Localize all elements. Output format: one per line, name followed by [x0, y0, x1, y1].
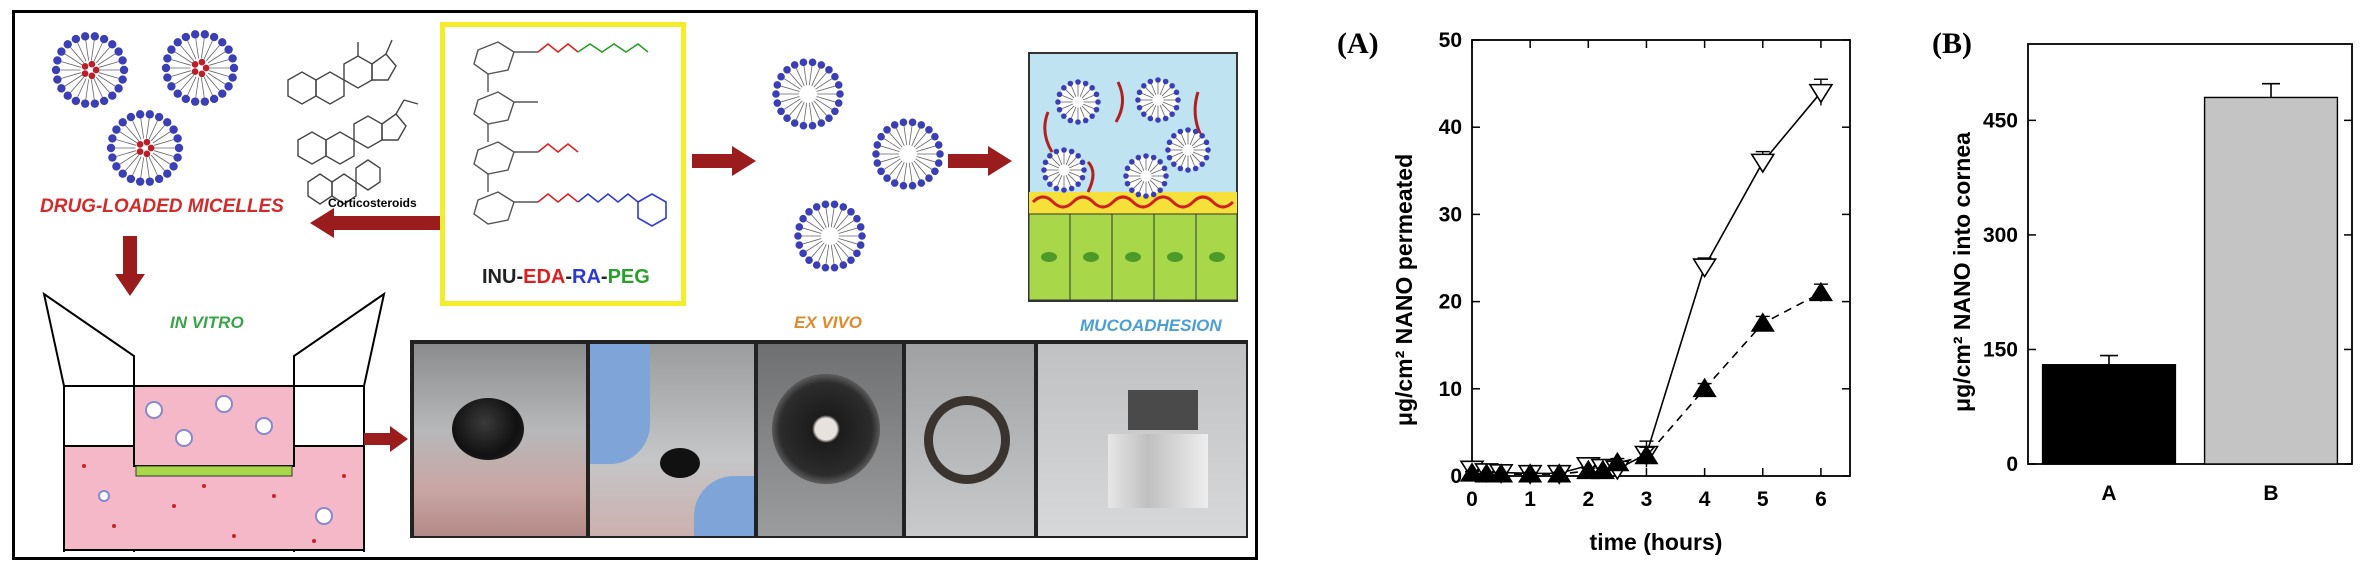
y-tick-label: 50 [1439, 29, 1462, 52]
polymer-inu: INU- [482, 266, 524, 288]
y-tick-label: 0 [1450, 465, 1462, 488]
drug-loaded-micelles-label: DRUG-LOADED MICELLES [40, 196, 284, 217]
y-tick-label: 10 [1439, 378, 1462, 401]
drug-loaded-micelles-group [51, 30, 239, 186]
polymer-name-label: INU-EDA-RA-PEG [482, 266, 650, 289]
micelle-icon [794, 200, 866, 272]
franz-cell-icon [42, 291, 386, 552]
y-tick-label: 300 [1983, 224, 2018, 247]
x-tick-label: 5 [1757, 488, 1769, 511]
bar-B [2203, 96, 2339, 465]
x-tick-label: 4 [1699, 488, 1711, 511]
polymer-dash: - [565, 266, 573, 288]
y-tick-label: 30 [1439, 203, 1462, 226]
ex-vivo-label: EX VIVO [794, 313, 863, 332]
chart-a-panel-label: (A) [1337, 27, 1379, 60]
chart-a-permeation: μg/cm² NANO permeated time (hours) 0 1 2 3 4… [1391, 29, 1851, 555]
mucosa-icon [1028, 52, 1238, 302]
chart-b-panel-label: (B) [1932, 27, 1972, 60]
cornea-ring-shape [772, 374, 880, 484]
glove-shape [590, 344, 650, 464]
polymer-peg: PEG [607, 266, 650, 288]
eyeball-shape [452, 398, 524, 460]
x-tick-label: 2 [1582, 488, 1594, 511]
arrow-left-icon [310, 208, 440, 238]
filled-triangle-point [1576, 459, 1601, 480]
chart-a-y-axis-label: μg/cm² NANO permeated [1391, 154, 1417, 426]
y-tick-label: 40 [1439, 116, 1462, 139]
diffusion-apparatus-photo [1036, 342, 1248, 538]
filled-triangle-point [1518, 463, 1543, 483]
micelle-icon [161, 30, 239, 106]
micelle-icon [1055, 79, 1101, 125]
filled-triangle-point [1750, 312, 1775, 332]
open-triangle-point [1808, 83, 1834, 104]
micelle-icon [872, 118, 944, 190]
corticosteroids-label: Corticosteroids [328, 196, 417, 210]
filled-triangle-point [1474, 463, 1499, 483]
open-triangle-point [1692, 258, 1718, 279]
open-triangle-point [1750, 153, 1776, 174]
filled-triangle-point [1605, 451, 1630, 472]
x-tick-label: A [2101, 482, 2116, 505]
filled-triangle-point [1547, 463, 1572, 483]
y-tick-label: 450 [1983, 109, 2018, 132]
glove-shape [694, 476, 754, 536]
arrow-right-icon [692, 146, 756, 176]
y-tick-label: 150 [1983, 338, 2018, 361]
scheme-frame [12, 10, 1258, 560]
ring-shape [924, 396, 1010, 484]
x-tick-label: 3 [1641, 488, 1653, 511]
polymer-ra: RA [572, 266, 601, 288]
in-vitro-label: IN VITRO [170, 313, 244, 332]
eye-dissection-photo [588, 342, 756, 538]
series-open-triangle-line [1471, 91, 1822, 475]
eye-on-tissue-photo [412, 342, 588, 538]
series-filled-triangle-line [1471, 292, 1822, 476]
x-tick-label: 6 [1815, 488, 1827, 511]
cornea-mounted-photo [756, 342, 904, 538]
chart-b-y-axis-label: μg/cm² NANO into cornea [1949, 132, 1975, 412]
x-tick-label: 0 [1466, 488, 1478, 511]
arrow-right-icon [948, 146, 1012, 176]
x-tick-label: B [2263, 482, 2278, 505]
x-tick-label: 1 [1524, 488, 1536, 511]
apparatus-top [1128, 390, 1198, 430]
arrow-right-icon [364, 426, 408, 452]
bar-A [2041, 364, 2177, 465]
micelle-icon [1041, 147, 1087, 193]
filled-triangle-point [1488, 463, 1514, 483]
micelle-icon [1135, 77, 1181, 123]
mucoadhesion-label: MUCOADHESION [1080, 316, 1222, 335]
polymer-dash: - [600, 266, 608, 288]
polymer-eda: EDA [523, 266, 566, 288]
micelle-icon [772, 58, 844, 130]
steroid-structure-icon [287, 39, 419, 205]
chart-a-plot-frame [1471, 39, 1851, 477]
filled-triangle-point [1459, 462, 1485, 482]
cornea-ring-photo [904, 342, 1036, 538]
y-tick-label: 0 [2006, 453, 2018, 476]
arrow-down-icon [115, 236, 145, 296]
filled-triangle-point [1692, 377, 1717, 398]
apparatus-base [1108, 434, 1208, 508]
micelle-icon [51, 32, 129, 108]
polymer-structure-icon [473, 41, 667, 227]
filled-triangle-point [1808, 281, 1834, 302]
micelle-icon [1123, 153, 1169, 199]
empty-micelles-group [772, 58, 944, 272]
chart-b-plot-frame [2027, 43, 2353, 465]
micelle-icon [1165, 127, 1211, 173]
chart-a-x-axis-label: time (hours) [1590, 529, 1723, 555]
eyeball-shape [660, 448, 700, 478]
micelle-icon [106, 110, 184, 186]
filled-triangle-point [1634, 444, 1659, 465]
y-tick-label: 20 [1439, 291, 1462, 314]
